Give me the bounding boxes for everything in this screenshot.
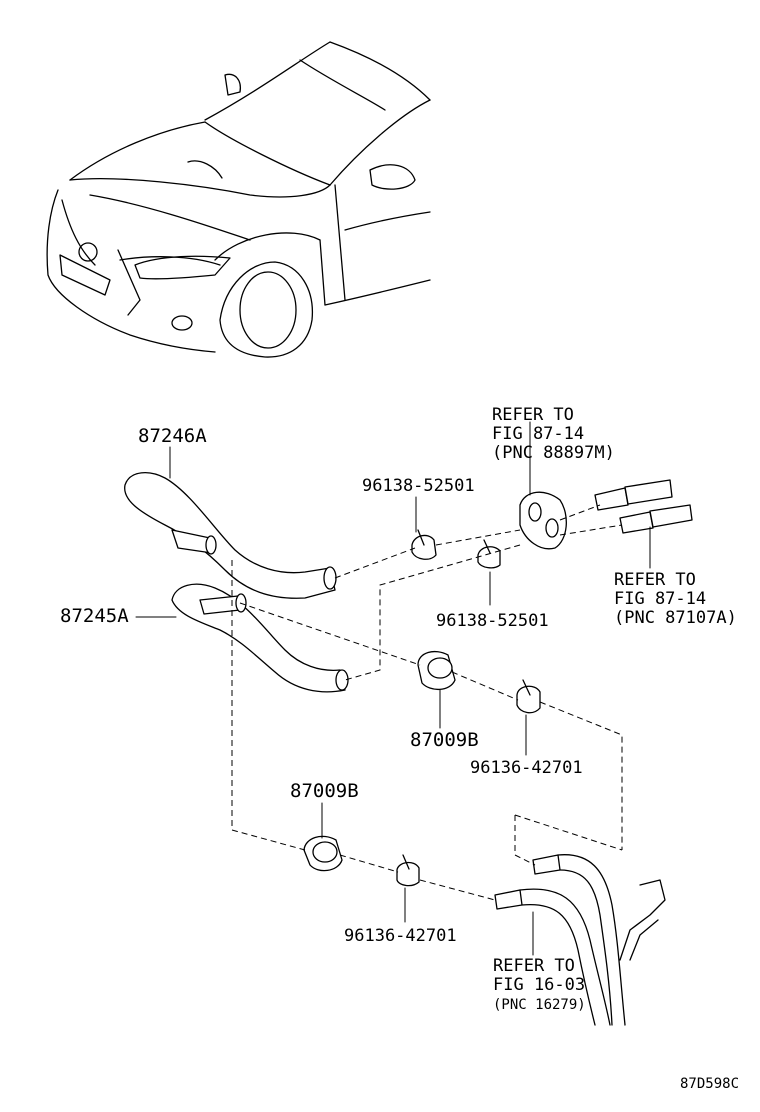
assembly-lines <box>231 504 623 901</box>
diagram-id: 87D598C <box>680 1076 739 1092</box>
label-hose-upper: 87246A <box>138 425 207 447</box>
ref2-block: REFER TO FIG 87-14 (PNC 87107A) <box>614 570 737 628</box>
valve-mid-part <box>417 651 456 691</box>
label-clamp-right: 96136-42701 <box>470 758 583 778</box>
label-clamp-mid: 96138-52501 <box>436 611 549 631</box>
valve-bottom-part <box>303 835 343 872</box>
label-valve-mid: 87009B <box>410 729 479 751</box>
engine-pipes <box>494 854 666 1026</box>
ref3-block: REFER TO FIG 16-03 (PNC 16279) <box>493 956 586 1013</box>
pipes-top-right <box>594 479 693 534</box>
ref1-line1: REFER TO <box>492 405 574 425</box>
leader-lines <box>135 421 651 956</box>
ref1-block: REFER TO FIG 87-14 (PNC 88897M) <box>492 405 615 463</box>
clamp-right-part <box>516 679 541 714</box>
clamp-mid-part <box>477 539 501 569</box>
ref3-line1: REFER TO <box>493 956 575 976</box>
label-clamp-bottom: 96136-42701 <box>344 926 457 946</box>
label-clamp-top: 96138-52501 <box>362 476 475 496</box>
car-illustration <box>46 41 431 358</box>
label-hose-lower: 87245A <box>60 605 129 627</box>
label-valve-bottom: 87009B <box>290 780 359 802</box>
ref2-line1: REFER TO <box>614 570 696 590</box>
clamp-top-part <box>411 529 437 560</box>
ref1-line2: FIG 87-14 <box>492 424 584 444</box>
clamp-bottom-part <box>396 854 420 887</box>
ref1-line3: (PNC 88897M) <box>492 443 615 463</box>
hose-87246A <box>124 472 337 599</box>
ref2-line2: FIG 87-14 <box>614 589 706 609</box>
grommet-part <box>519 491 567 550</box>
ref3-line3: (PNC 16279) <box>493 997 586 1013</box>
hose-87245A <box>171 583 349 693</box>
ref3-line2: FIG 16-03 <box>493 975 585 995</box>
ref2-line3: (PNC 87107A) <box>614 608 737 628</box>
